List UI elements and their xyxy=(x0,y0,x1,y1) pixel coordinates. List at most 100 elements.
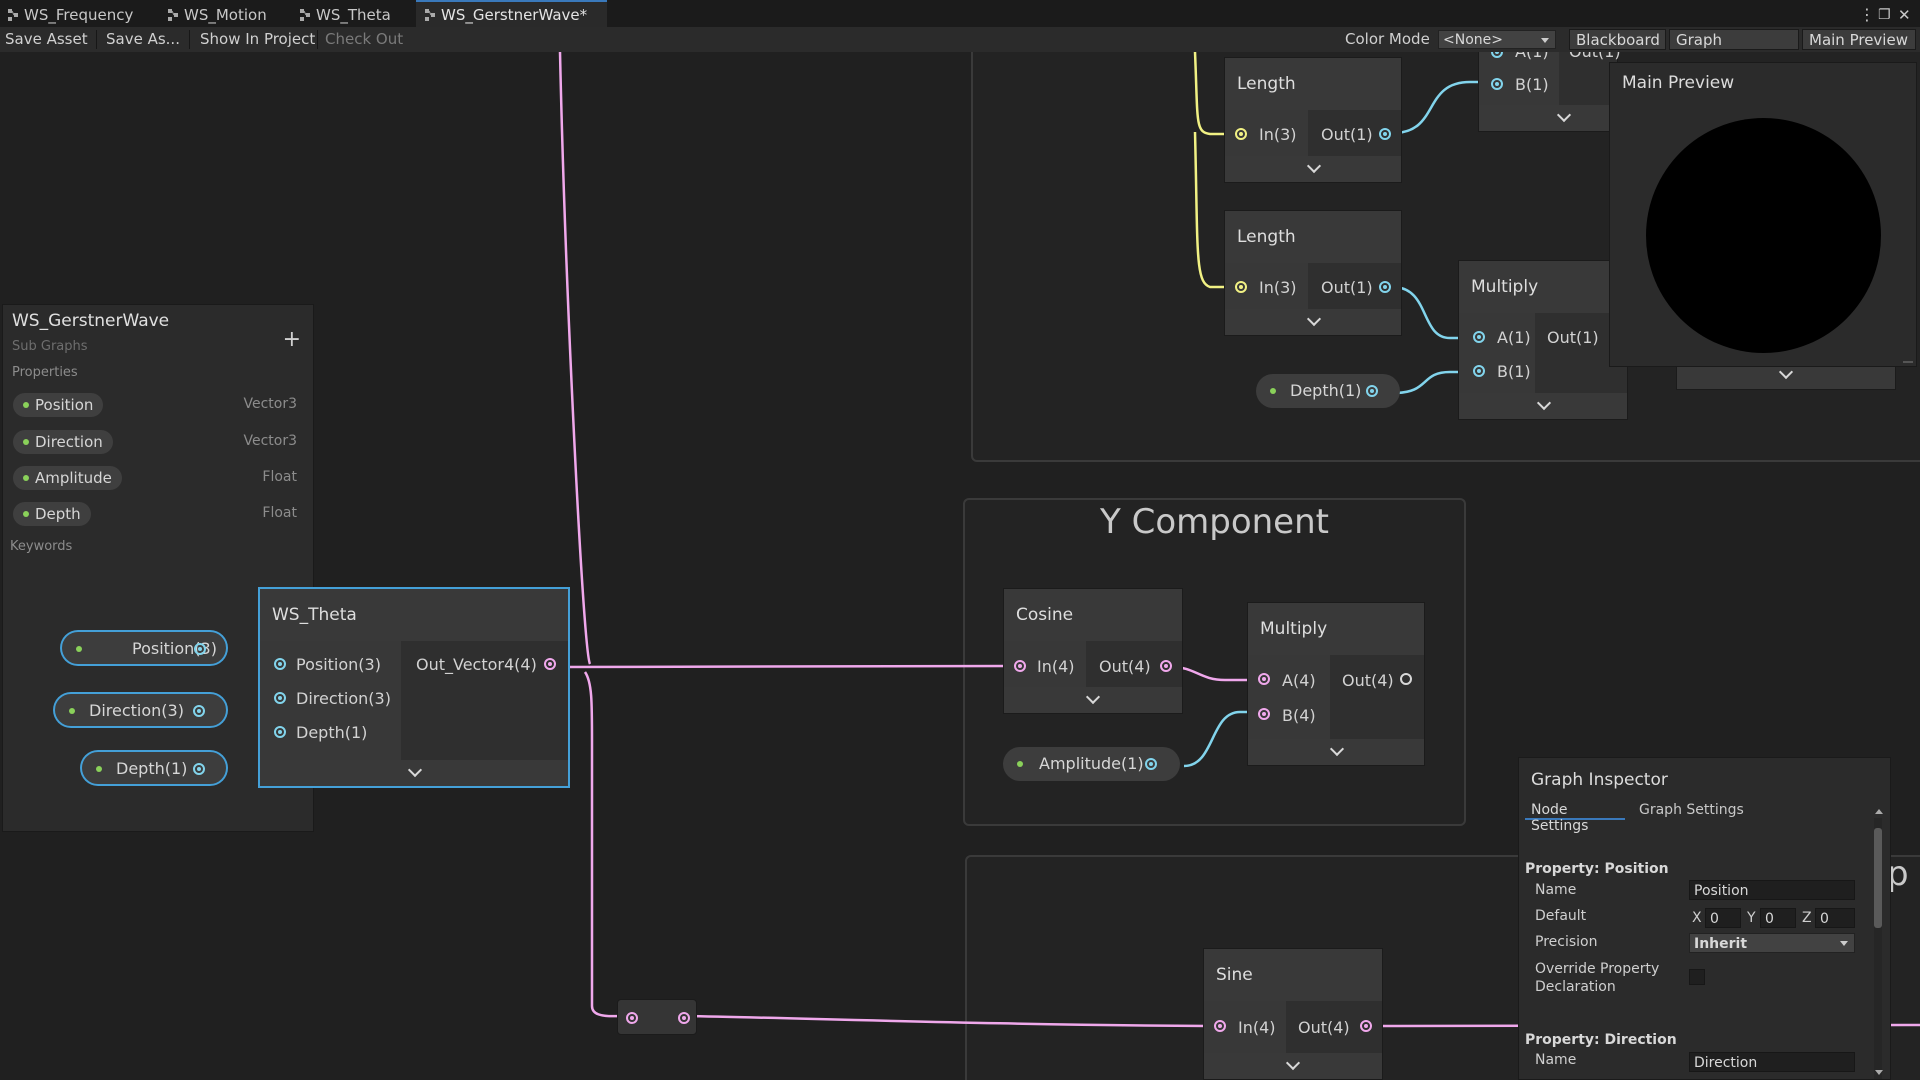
tab-ws-motion[interactable]: WS_Motion xyxy=(168,0,267,27)
output-port-icon xyxy=(1366,385,1378,397)
output-port-icon xyxy=(1360,1020,1372,1032)
property-node-label: Depth(1) xyxy=(1290,381,1362,400)
save-asset-button[interactable]: Save Asset xyxy=(5,30,88,48)
node-multiply-top[interactable]: Multiply A(1) Out(1) B(1) xyxy=(1458,260,1628,420)
node-footer[interactable] xyxy=(1225,309,1401,335)
node-length-1[interactable]: Length In(3) Out(1) xyxy=(1224,57,1402,183)
graph-inspector-toggle[interactable]: Graph Inspector xyxy=(1669,29,1799,70)
resize-handle-icon[interactable] xyxy=(1903,361,1913,363)
node-footer[interactable] xyxy=(1479,105,1617,131)
output-port-icon xyxy=(1145,758,1157,770)
tab-ws-frequency[interactable]: WS_Frequency xyxy=(8,0,133,27)
show-in-project-button[interactable]: Show In Project xyxy=(200,30,316,48)
scroll-up-arrow-icon[interactable] xyxy=(1875,809,1883,814)
output-port-icon xyxy=(193,705,205,717)
port-label: A(1) xyxy=(1515,52,1549,61)
default-z-input[interactable]: 0 xyxy=(1815,908,1855,928)
port-label: Out(1) xyxy=(1569,52,1621,61)
property-node-depth-top[interactable]: Depth(1) xyxy=(1256,374,1400,408)
tab-ws-theta[interactable]: WS_Theta xyxy=(300,0,391,27)
shader-graph-icon xyxy=(168,1,178,21)
name-label: Name xyxy=(1535,882,1577,898)
tab-ws-gerstnerwave[interactable]: WS_GerstnerWave* xyxy=(416,0,608,27)
keywords-label: Keywords xyxy=(10,539,73,554)
default-y-label[interactable]: Y xyxy=(1747,910,1756,926)
toolbar-divider xyxy=(317,30,318,49)
scrollbar-thumb[interactable] xyxy=(1874,828,1882,928)
input-port-icon xyxy=(1491,52,1503,58)
graph-inspector-panel[interactable]: Graph Inspector Node Settings Graph Sett… xyxy=(1518,757,1891,1080)
node-multiply-y[interactable]: Multiply A(4) Out(4) B(4) xyxy=(1247,602,1425,766)
property-node-amplitude[interactable]: Amplitude(1) xyxy=(1003,747,1180,781)
inspector-section-position: Property: Position xyxy=(1525,861,1669,877)
property-node-position[interactable]: Position(3) xyxy=(61,631,227,665)
port-label: Out(1) xyxy=(1321,278,1373,297)
precision-label: Precision xyxy=(1535,934,1598,950)
close-icon[interactable]: ✕ xyxy=(1898,6,1911,24)
node-title: Multiply xyxy=(1248,603,1424,655)
blackboard-toggle[interactable]: Blackboard xyxy=(1569,29,1666,50)
redirect-node[interactable] xyxy=(617,999,697,1035)
color-mode-dropdown[interactable]: <None> xyxy=(1438,30,1556,49)
group-title-partial: p xyxy=(1887,854,1909,894)
blackboard-property-position[interactable]: Position xyxy=(13,393,104,417)
property-node-label: Depth(1) xyxy=(116,759,188,778)
blackboard-property-amplitude[interactable]: Amplitude xyxy=(13,466,122,490)
name-input-direction[interactable]: Direction xyxy=(1689,1052,1855,1072)
maximize-icon[interactable]: ❐ xyxy=(1878,7,1891,23)
output-port-icon xyxy=(194,643,206,655)
main-preview-panel[interactable]: Main Preview xyxy=(1609,62,1917,367)
blackboard-panel[interactable]: WS_GerstnerWave Sub Graphs + Properties … xyxy=(2,304,314,832)
property-type: Float xyxy=(262,469,297,485)
node-sine[interactable]: Sine In(4) Out(4) xyxy=(1203,948,1383,1080)
blackboard-title: WS_GerstnerWave xyxy=(12,311,170,331)
node-partial-top[interactable]: A(1) Out(1) B(1) xyxy=(1478,52,1621,132)
name-input[interactable]: Position xyxy=(1689,880,1855,900)
port-label: In(3) xyxy=(1259,278,1297,297)
node-ws-theta[interactable]: WS_Theta Position(3) Direction(3) Depth(… xyxy=(259,588,569,787)
menu-icon[interactable]: ⋮ xyxy=(1859,5,1875,24)
port-label: In(4) xyxy=(1238,1018,1276,1037)
tab-graph-settings[interactable]: Graph Settings xyxy=(1633,792,1753,820)
property-node-label: Direction(3) xyxy=(89,701,184,720)
dropdown-arrow-icon xyxy=(1541,38,1549,43)
node-title: Multiply xyxy=(1459,261,1627,313)
node-footer[interactable] xyxy=(1459,393,1627,419)
default-x-label[interactable]: X xyxy=(1692,910,1702,926)
precision-value: Inherit xyxy=(1694,936,1748,952)
tab-node-settings[interactable]: Node Settings xyxy=(1525,792,1625,834)
output-port-icon xyxy=(1379,128,1391,140)
precision-dropdown[interactable]: Inherit xyxy=(1689,933,1855,953)
add-property-button[interactable]: + xyxy=(282,327,301,352)
node-cosine[interactable]: Cosine In(4) Out(4) xyxy=(1003,588,1183,714)
node-footer[interactable] xyxy=(260,760,568,786)
blackboard-property-depth[interactable]: Depth xyxy=(13,502,91,526)
preview-sphere[interactable] xyxy=(1646,118,1881,353)
input-port-icon xyxy=(1258,708,1270,720)
default-x-input[interactable]: 0 xyxy=(1705,908,1741,928)
main-preview-toggle[interactable]: Main Preview xyxy=(1802,29,1916,50)
toolbar-divider xyxy=(189,30,190,49)
node-footer[interactable] xyxy=(1004,687,1182,713)
save-as-button[interactable]: Save As... xyxy=(106,30,180,48)
shader-graph-icon xyxy=(8,1,18,21)
node-footer[interactable] xyxy=(1204,1053,1382,1079)
property-node-direction[interactable]: Direction(3) xyxy=(54,693,227,727)
graph-canvas[interactable]: Y Component p WS_GerstnerWave xyxy=(0,52,1920,1080)
scroll-down-arrow-icon[interactable] xyxy=(1875,1070,1883,1075)
node-footer[interactable] xyxy=(1248,739,1424,765)
property-dot-icon xyxy=(69,708,75,714)
override-property-checkbox[interactable] xyxy=(1689,969,1705,985)
inspector-scrollbar[interactable] xyxy=(1874,818,1882,1079)
tab-bar: WS_Frequency WS_Motion WS_Theta WS_Gerst… xyxy=(0,0,1920,27)
default-z-label[interactable]: Z xyxy=(1802,910,1812,926)
node-footer[interactable] xyxy=(1225,156,1401,182)
output-port-icon xyxy=(1379,281,1391,293)
blackboard-property-direction[interactable]: Direction xyxy=(13,430,113,454)
node-length-2[interactable]: Length In(3) Out(1) xyxy=(1224,210,1402,336)
port-label: Out_Vector4(4) xyxy=(416,655,537,674)
property-node-depth[interactable]: Depth(1) xyxy=(81,751,227,785)
check-out-button[interactable]: Check Out xyxy=(325,30,404,48)
default-y-input[interactable]: 0 xyxy=(1760,908,1796,928)
port-label: A(4) xyxy=(1282,671,1316,690)
